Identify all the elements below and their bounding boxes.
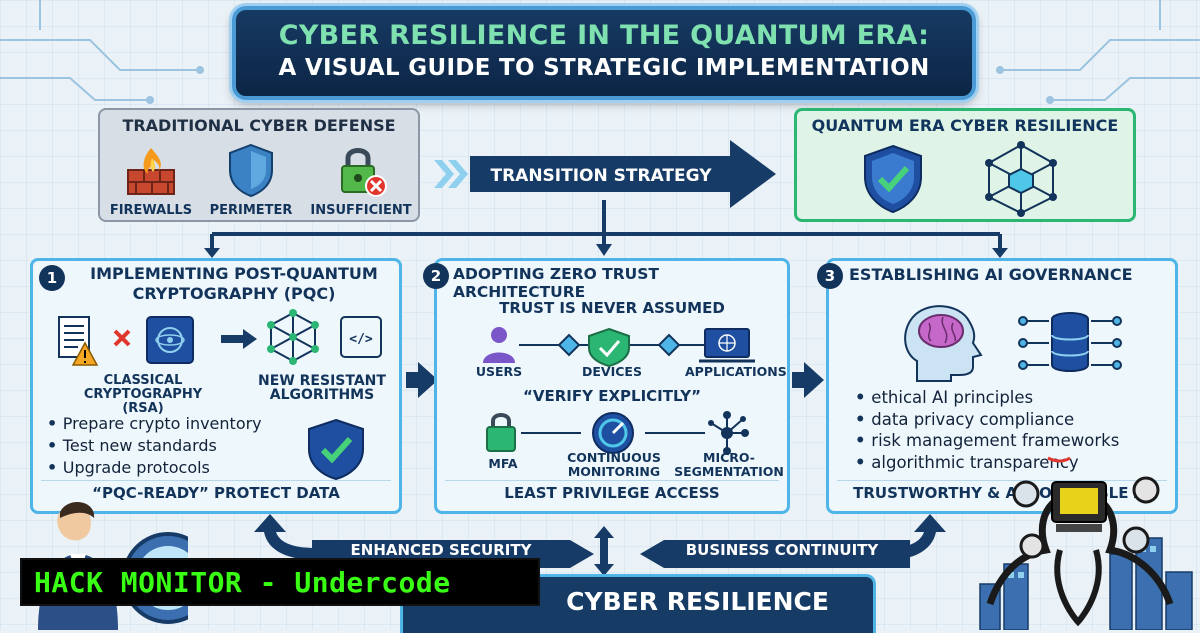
connector-lines xyxy=(204,200,1008,258)
firewalls-label: FIREWALLS xyxy=(109,203,193,218)
title-banner: CYBER RESILIENCE IN THE QUANTUM ERA: A V… xyxy=(232,6,976,100)
quantum-era-panel: QUANTUM ERA CYBER RESILIENCE xyxy=(794,108,1136,222)
step-1-heading-line-2: CRYPTOGRAPHY (PQC) xyxy=(132,284,336,303)
verify-explicitly: “VERIFY EXPLICITLY” xyxy=(523,387,701,405)
step-1-bullets: Prepare crypto inventory Test new standa… xyxy=(47,413,327,479)
pqc-shield-icon xyxy=(308,418,364,481)
step-1-heading-line-1: IMPLEMENTING POST-QUANTUM xyxy=(90,264,378,283)
check-shield-icon xyxy=(864,144,922,214)
classical-label-line-2: CRYPTOGRAPHY (RSA) xyxy=(83,387,203,416)
mfa-label: MFA xyxy=(488,456,518,471)
resistant-label-line-2: ALGORITHMS xyxy=(269,387,375,403)
step-3-heading: ESTABLISHING AI GOVERNANCE xyxy=(849,265,1133,284)
step-2-panel: 2 ADOPTING ZERO TRUST ARCHITECTURE TRUST… xyxy=(423,258,790,514)
database-network-icon xyxy=(1018,312,1122,372)
insufficient-label: INSUFFICIENT xyxy=(310,203,412,218)
hack-monitor-text: HACK MONITOR - Undercode xyxy=(34,566,451,599)
quantum-era-heading: QUANTUM ERA CYBER RESILIENCE xyxy=(811,116,1119,135)
classical-crypto-icons xyxy=(58,316,194,366)
zero-trust-flow xyxy=(483,327,755,368)
bullet-item: algorithmic transparency xyxy=(855,452,1175,474)
step-1-panel: 1 IMPLEMENTING POST-QUANTUM CRYPTOGRAPHY… xyxy=(30,258,402,514)
segmentation-label-line-2: SEGMENTATION xyxy=(674,464,784,479)
lock-icon xyxy=(341,148,387,197)
users-label: USERS xyxy=(475,364,523,379)
step-2-heading: ADOPTING ZERO TRUST ARCHITECTURE xyxy=(453,265,659,301)
step-3-number: 3 xyxy=(817,263,843,289)
hack-monitor-watermark: HACK MONITOR - Undercode xyxy=(20,558,540,606)
step-2-number: 2 xyxy=(423,263,449,289)
segmentation-node-icon xyxy=(708,411,749,455)
bullet-item: Prepare crypto inventory xyxy=(47,413,327,435)
step-3-panel: 3 ESTABLISHING AI GOVERNANCE ethical AI … xyxy=(817,258,1178,514)
network-cube-icon xyxy=(985,141,1057,217)
step-2-footer: LEAST PRIVILEGE ACCESS xyxy=(445,480,779,505)
traditional-heading: TRADITIONAL CYBER DEFENSE xyxy=(122,116,396,135)
crypto-arrow-icon xyxy=(221,329,257,349)
step-1-number: 1 xyxy=(39,265,65,291)
step-3-bullets: ethical AI principles data privacy compl… xyxy=(855,387,1175,473)
transition-arrow xyxy=(434,140,776,208)
mfa-lock-icon xyxy=(486,413,516,452)
enhanced-security-label: ENHANCED SECURITY xyxy=(350,541,532,559)
bullet-item: data privacy compliance xyxy=(855,409,1175,431)
firewall-icon xyxy=(127,148,175,195)
title-line-1: CYBER RESILIENCE IN THE QUANTUM ERA: xyxy=(278,20,930,51)
bullet-item: risk management frameworks xyxy=(855,430,1175,452)
segmentation-label-line-1: MICRO- xyxy=(703,450,755,465)
applications-label: APPLICATIONS xyxy=(685,364,787,379)
monitoring-gauge-icon xyxy=(592,412,634,454)
ai-brain-head-icon xyxy=(904,305,983,382)
city-robot-illustration xyxy=(979,456,1193,630)
business-continuity-label: BUSINESS CONTINUITY xyxy=(685,541,879,559)
monitoring-label-line-2: MONITORING xyxy=(567,464,661,479)
devices-label: DEVICES xyxy=(582,364,642,379)
step-arrow-1 xyxy=(406,362,438,398)
verification-flow xyxy=(486,411,749,455)
zero-trust-subheading: TRUST IS NEVER ASSUMED xyxy=(499,299,725,317)
transition-label: TRANSITION STRATEGY xyxy=(490,166,712,186)
shield-icon xyxy=(229,143,273,198)
bullet-item: ethical AI principles xyxy=(855,387,1175,409)
segmentation-label: MICRO- SEGMENTATION xyxy=(671,451,787,479)
step-1-heading: IMPLEMENTING POST-QUANTUM CRYPTOGRAPHY (… xyxy=(69,264,399,304)
perimeter-label: PERIMETER xyxy=(209,203,293,218)
svg-text:</>: </> xyxy=(349,332,373,347)
classical-label: CLASSICAL CRYPTOGRAPHY (RSA) xyxy=(73,374,213,416)
resistant-label-line-1: NEW RESISTANT xyxy=(258,373,386,389)
step-1-footer: “PQC-READY” PROTECT DATA xyxy=(41,480,391,505)
title-line-2: A VISUAL GUIDE TO STRATEGIC IMPLEMENTATI… xyxy=(278,55,930,81)
step-arrow-2 xyxy=(792,362,824,398)
user-icon xyxy=(483,327,515,363)
resistant-algorithm-icons: </> xyxy=(267,309,382,365)
monitoring-label: CONTINUOUS MONITORING xyxy=(555,451,673,479)
monitoring-label-line-1: CONTINUOUS xyxy=(567,450,661,465)
bullet-item: Upgrade protocols xyxy=(47,457,327,479)
bottom-banner-text: CYBER RESILIENCE xyxy=(566,587,829,616)
resistant-label: NEW RESISTANT ALGORITHMS xyxy=(247,374,397,402)
bullet-item: Test new standards xyxy=(47,435,327,457)
classical-label-line-1: CLASSICAL xyxy=(103,373,183,388)
traditional-defense-panel: TRADITIONAL CYBER DEFENSE FIREWALLS PERI… xyxy=(98,108,420,222)
